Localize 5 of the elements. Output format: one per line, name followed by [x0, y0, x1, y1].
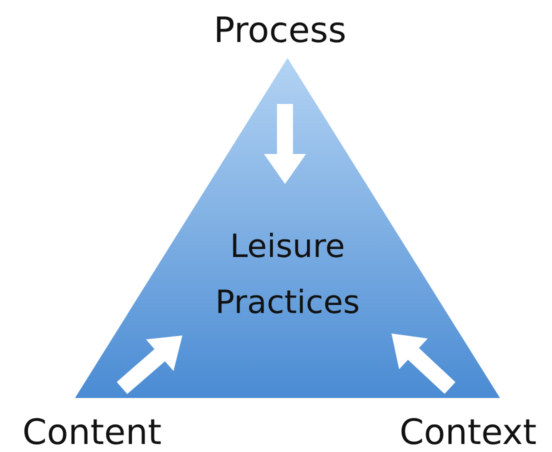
- corner-label: Context: [398, 416, 538, 451]
- triangle-shape: [75, 58, 500, 398]
- corner-label: Content: [21, 416, 163, 451]
- corner-label: Process: [212, 14, 348, 49]
- node-label: Leisure Practices: [214, 226, 361, 323]
